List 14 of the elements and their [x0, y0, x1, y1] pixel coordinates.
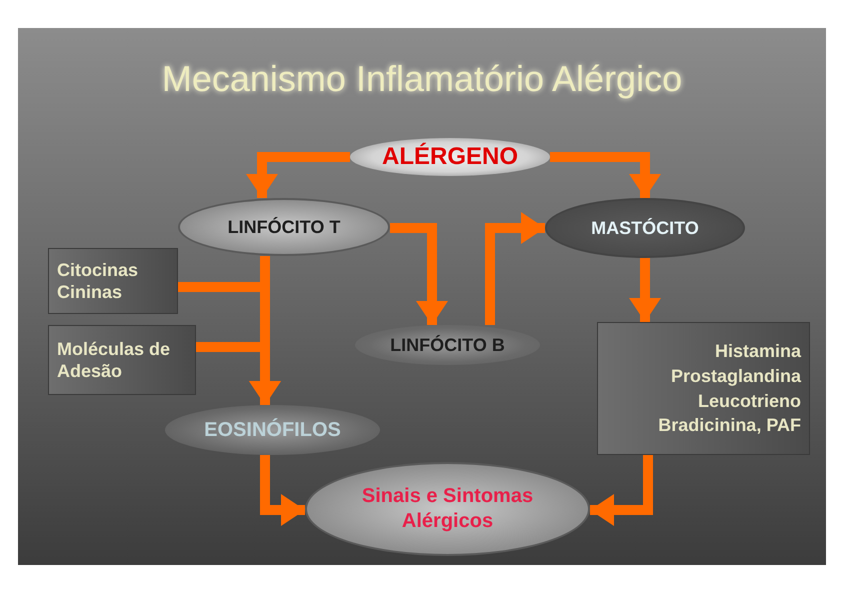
cell-label: LINFÓCITO B	[355, 325, 540, 365]
arrow	[485, 212, 545, 325]
arrow	[260, 455, 305, 526]
allergen-label: ALÉRGENO	[350, 138, 550, 176]
mediator-box: Histamina Prostaglandina Leucotrieno Bradicinina, PAF	[597, 322, 810, 455]
arrow	[629, 258, 661, 322]
title: Mecanismo Inflamatório Alérgico	[160, 57, 684, 101]
mediator-box: Moléculas de Adesão	[48, 325, 196, 395]
mediator-box: Citocinas Cininas	[48, 248, 178, 314]
arrow	[246, 152, 350, 198]
cell-label: EOSINÓFILOS	[165, 405, 380, 455]
arrow	[590, 455, 653, 526]
arrow	[550, 152, 661, 198]
arrow	[390, 223, 448, 325]
